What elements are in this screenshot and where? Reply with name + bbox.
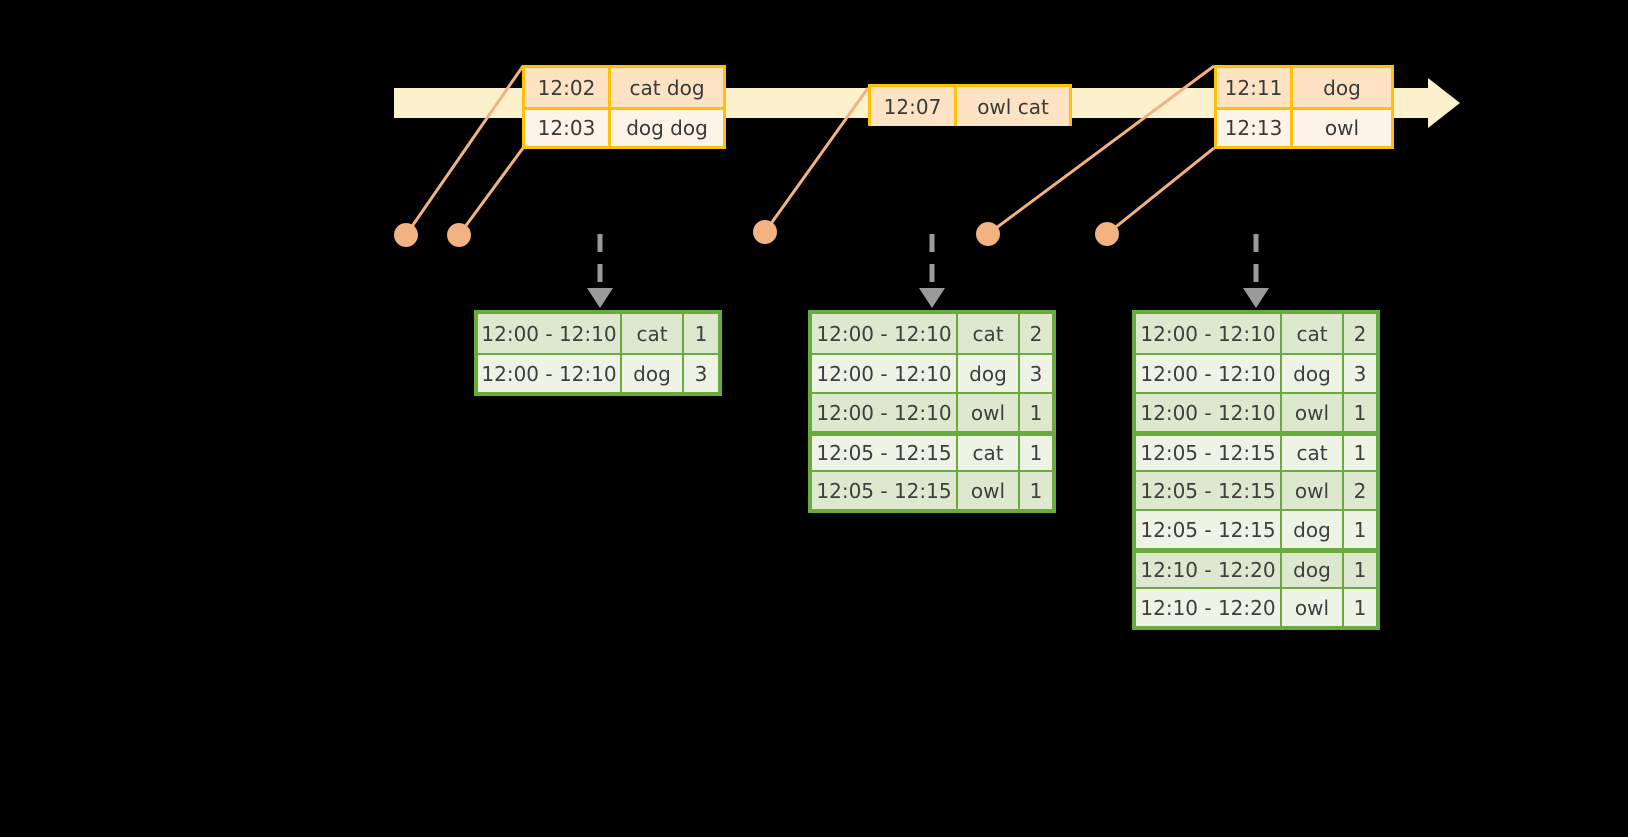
cell-count: 3 — [1353, 361, 1367, 386]
cell-count: 1 — [1029, 441, 1043, 465]
cell-word: cat — [622, 314, 684, 353]
cell-word: cat — [958, 314, 1020, 353]
event-row: 12:07 owl cat — [871, 87, 1069, 126]
cell-word: dog — [1282, 553, 1344, 587]
connector-dot-icon — [753, 220, 777, 244]
cell-window: 12:05 - 12:15 — [1136, 472, 1282, 509]
cell-word: dog — [622, 355, 684, 392]
cell-word: owl — [1282, 394, 1344, 431]
cell-window: 12:10 - 12:20 — [1136, 553, 1282, 587]
event-words: owl — [1324, 116, 1360, 140]
cell-count: 3 — [694, 361, 708, 386]
event-time: 12:07 — [871, 87, 957, 126]
timeline-event-box[interactable]: 12:07 owl cat — [868, 84, 1072, 126]
cell-count: 1 — [1353, 441, 1367, 465]
connector-dot-icon — [1095, 222, 1119, 246]
event-time: 12:03 — [525, 110, 611, 146]
connector-dot-icon — [447, 223, 471, 247]
event-row: 12:11 dog — [1217, 68, 1391, 107]
cell-word: owl — [958, 394, 1020, 431]
cell-count: 2 — [1029, 321, 1043, 346]
event-words: cat dog — [629, 75, 705, 100]
cell-count: 3 — [1029, 361, 1043, 386]
connector-dot-icon — [976, 222, 1000, 246]
cell-count: 2 — [1353, 478, 1367, 503]
cell-window: 12:00 - 12:10 — [478, 314, 622, 353]
cell-window: 12:10 - 12:20 — [1136, 589, 1282, 626]
cell-count: 1 — [1029, 478, 1043, 503]
cell-word: cat — [958, 436, 1020, 470]
event-words: dog dog — [626, 116, 708, 140]
cell-word: owl — [1282, 472, 1344, 509]
cell-window: 12:00 - 12:10 — [1136, 394, 1282, 431]
event-row: 12:03 dog dog — [525, 107, 723, 146]
cell-word: dog — [958, 355, 1020, 392]
cell-count: 1 — [694, 321, 708, 346]
dashed-arrow-head-icon — [587, 288, 613, 308]
cell-window: 12:00 - 12:10 — [478, 355, 622, 392]
connector-dot-icon — [394, 223, 418, 247]
timeline-event-box[interactable]: 12:02 cat dog 12:03 dog dog — [522, 65, 726, 149]
cell-window: 12:05 - 12:15 — [1136, 436, 1282, 470]
cell-window: 12:00 - 12:10 — [812, 394, 958, 431]
cell-window: 12:00 - 12:10 — [1136, 314, 1282, 353]
timeline-arrowhead-icon — [1428, 78, 1460, 128]
cell-word: cat — [1282, 314, 1344, 353]
event-words: owl cat — [977, 94, 1049, 119]
cell-window: 12:05 - 12:15 — [812, 472, 958, 509]
timeline-event-box[interactable]: 12:11 dog 12:13 owl — [1214, 65, 1394, 149]
event-time: 12:11 — [1217, 68, 1293, 107]
event-time: 12:13 — [1217, 110, 1293, 146]
event-row: 12:13 owl — [1217, 107, 1391, 146]
cell-window: 12:05 - 12:15 — [812, 436, 958, 470]
cell-count: 1 — [1353, 558, 1367, 582]
cell-count: 1 — [1353, 595, 1367, 620]
cell-window: 12:00 - 12:10 — [812, 355, 958, 392]
dashed-arrow-head-icon — [919, 288, 945, 308]
cell-count: 1 — [1353, 400, 1367, 425]
cell-window: 12:05 - 12:15 — [1136, 511, 1282, 548]
connector-dots — [394, 220, 1119, 247]
cell-count: 2 — [1353, 321, 1367, 346]
cell-word: cat — [1282, 436, 1344, 470]
event-time: 12:02 — [525, 68, 611, 107]
event-words: dog — [1323, 75, 1361, 100]
cell-word: owl — [958, 472, 1020, 509]
cell-word: dog — [1282, 355, 1344, 392]
connector-line — [457, 147, 525, 236]
cell-count: 1 — [1029, 400, 1043, 425]
cell-word: dog — [1282, 511, 1344, 548]
cell-window: 12:00 - 12:10 — [1136, 355, 1282, 392]
dashed-arrow-group — [587, 234, 1269, 308]
connector-line — [1106, 146, 1215, 236]
cell-window: 12:00 - 12:10 — [812, 314, 958, 353]
cell-word: owl — [1282, 589, 1344, 626]
dashed-arrow-head-icon — [1243, 288, 1269, 308]
cell-count: 1 — [1353, 517, 1367, 542]
event-row: 12:02 cat dog — [525, 68, 723, 107]
